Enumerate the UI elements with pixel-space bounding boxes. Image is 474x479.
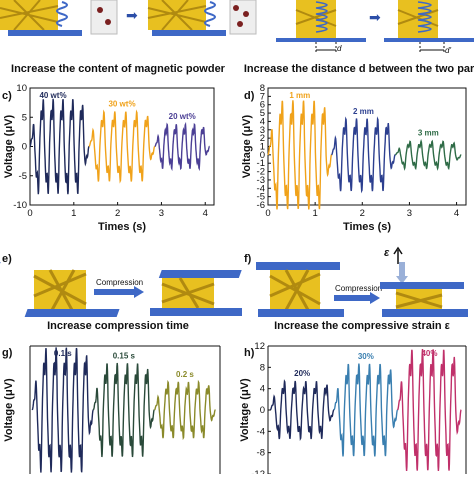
x-tick-label: 1 xyxy=(71,208,76,219)
series-label: 0.15 s xyxy=(113,352,136,361)
y-tick-label: -5 xyxy=(19,171,27,182)
series-label: 20% xyxy=(294,369,310,378)
y-tick-label: 4 xyxy=(260,384,265,395)
y-tick-label: 4 xyxy=(260,116,265,127)
y-tick-label: 6 xyxy=(260,100,265,111)
series-label: 30% xyxy=(358,352,374,361)
x-tick-label: 3 xyxy=(407,208,412,219)
series-line xyxy=(396,349,462,471)
series-label: 0.1 s xyxy=(54,349,72,358)
top-left-illustration: ➡ xyxy=(0,0,257,36)
y-tick-label: 2 xyxy=(260,133,265,144)
y-axis-label: Voltage (μV) xyxy=(241,114,253,178)
series-line xyxy=(154,121,211,172)
y-axis-label: Voltage (μV) xyxy=(239,378,251,442)
chart-g: Voltage (μV) 0.1 s 0.15 s 0.2 s xyxy=(3,345,221,478)
top-right-illustration: d ➡ d' xyxy=(276,0,474,55)
x-tick-label: 0 xyxy=(27,208,32,219)
x-tick-label: 3 xyxy=(159,208,164,219)
compression-label-e: Compression xyxy=(96,278,143,287)
y-tick-label: 10 xyxy=(16,83,27,94)
spring-icon xyxy=(56,1,68,27)
caption-mid-left: Increase compression time xyxy=(47,320,189,332)
y-axis-label: Voltage (μV) xyxy=(3,114,15,178)
panel-label-c: c) xyxy=(2,90,12,102)
epsilon-label: ε xyxy=(384,247,390,259)
series-label: 40 wt% xyxy=(39,91,66,100)
caption-top-left: Increase the content of magnetic powder xyxy=(11,63,226,75)
y-tick-label: -1 xyxy=(257,158,265,169)
series-line xyxy=(269,379,335,441)
panel-label-d: d) xyxy=(244,90,255,102)
series-label: 40% xyxy=(421,349,437,358)
d-prime-label: d' xyxy=(445,46,451,55)
panel-label-h: h) xyxy=(244,347,255,359)
x-tick-label: 2 xyxy=(360,208,365,219)
caption-mid-right: Increase the compressive strain ε xyxy=(274,320,451,332)
x-axis-label: Times (s) xyxy=(343,221,391,233)
y-tick-label: 1 xyxy=(260,142,265,153)
series-line xyxy=(92,362,155,458)
series-label: 3 mm xyxy=(418,129,439,138)
d-label: d xyxy=(337,44,342,53)
x-axis-label: Times (s) xyxy=(98,221,146,233)
y-tick-label: 0 xyxy=(260,405,265,416)
series-line xyxy=(333,363,399,457)
y-tick-label: -12 xyxy=(251,469,265,474)
y-tick-label: 0 xyxy=(260,150,265,161)
zoom-inset xyxy=(90,0,118,35)
x-tick-label: 2 xyxy=(115,208,120,219)
compression-label-f: Compression xyxy=(335,284,382,293)
series-label: 20 wt% xyxy=(169,112,196,121)
series-label: 1 mm xyxy=(289,91,310,100)
y-tick-label: 7 xyxy=(260,91,265,102)
panel-label-g: g) xyxy=(2,347,13,359)
plate-icon xyxy=(8,30,82,36)
series-line xyxy=(88,109,156,184)
up-arrow-icon xyxy=(393,246,403,255)
panel-label-e: e) xyxy=(2,253,12,265)
y-tick-label: 8 xyxy=(260,362,265,373)
y-tick-label: 8 xyxy=(260,83,265,94)
illustration-f: Compression ε xyxy=(256,246,468,317)
series-label: 0.2 s xyxy=(176,370,194,379)
series-line xyxy=(29,98,90,195)
series-line xyxy=(394,138,462,171)
x-tick-label: 4 xyxy=(203,208,208,219)
arrow-icon: ➡ xyxy=(126,7,138,23)
y-tick-label: 3 xyxy=(260,125,265,136)
x-tick-label: 0 xyxy=(265,208,270,219)
y-tick-label: -3 xyxy=(257,175,265,186)
y-tick-label: 5 xyxy=(260,108,265,119)
y-tick-label: 5 xyxy=(22,112,27,123)
series-line xyxy=(153,379,216,441)
x-tick-label: 1 xyxy=(312,208,317,219)
y-tick-label: -10 xyxy=(13,200,27,211)
y-tick-label: 12 xyxy=(254,341,265,352)
series-line xyxy=(31,347,94,473)
y-tick-label: -5 xyxy=(257,192,265,203)
series-line xyxy=(267,100,333,210)
series-label: 30 wt% xyxy=(108,100,135,109)
caption-top-right: Increase the distance d between the two … xyxy=(244,63,474,75)
y-tick-label: 0 xyxy=(22,142,27,153)
illustration-e: Compression xyxy=(0,262,242,317)
y-tick-label: -4 xyxy=(257,183,265,194)
panel-label-f: f) xyxy=(244,253,252,265)
series-label: 2 mm xyxy=(353,107,374,116)
y-tick-label: -6 xyxy=(257,200,265,211)
x-tick-label: 4 xyxy=(454,208,459,219)
arrow-icon xyxy=(134,286,144,298)
svg-text:➡: ➡ xyxy=(369,9,381,25)
y-axis-label: Voltage (μV) xyxy=(3,378,15,442)
y-tick-label: -8 xyxy=(257,448,265,459)
y-tick-label: -4 xyxy=(257,426,265,437)
series-line xyxy=(331,116,396,194)
y-tick-label: -2 xyxy=(257,167,265,178)
